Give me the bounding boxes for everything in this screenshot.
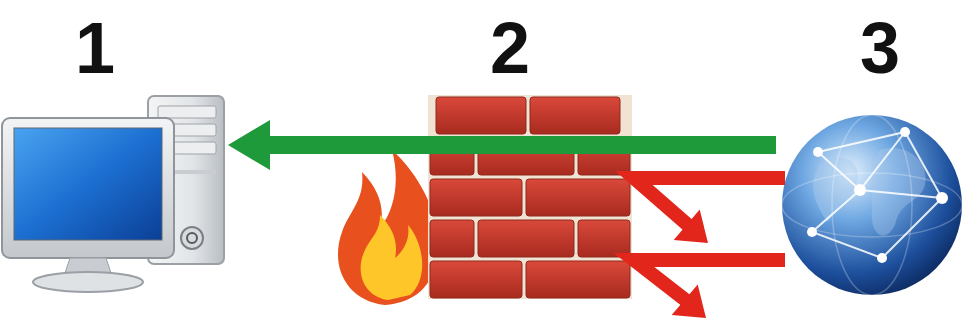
brick: [430, 220, 474, 257]
computer-node: 1: [0, 0, 228, 322]
blocked-arrow: [634, 260, 785, 318]
brick: [478, 138, 574, 175]
computer-illustration: [2, 96, 224, 292]
brick: [578, 138, 630, 175]
brick: [578, 220, 630, 257]
brick: [478, 220, 574, 257]
brick: [430, 179, 522, 216]
monitor-screen: [14, 128, 162, 240]
blocked-arrow-shaft: [634, 178, 785, 226]
firewall-node: 2: [332, 0, 632, 322]
network-line: [860, 190, 942, 198]
brick: [530, 97, 620, 134]
blocked-arrow: [634, 178, 785, 243]
blocked-arrow-shaft: [634, 260, 785, 302]
flame-inner: [361, 215, 423, 300]
firewall-illustration: [338, 95, 632, 305]
network-point: [813, 147, 823, 157]
globe-node: 3: [776, 0, 966, 322]
blocked-arrow-head: [672, 285, 706, 318]
brick: [526, 179, 630, 216]
network-point: [936, 192, 948, 204]
brick: [526, 261, 630, 298]
brick: [430, 138, 474, 175]
blocked-arrow-head: [674, 210, 708, 243]
brick: [436, 97, 526, 134]
network-point: [854, 184, 866, 196]
arrow-head: [228, 120, 270, 170]
callout-number: 1: [45, 12, 145, 84]
monitor-frame: [2, 118, 174, 258]
globe-illustration: [782, 115, 962, 295]
network-line: [818, 152, 860, 190]
allowed-traffic-arrow: [228, 120, 776, 170]
drive-bay: [158, 106, 216, 118]
power-button: [181, 227, 203, 249]
globe-sphere: [782, 115, 962, 295]
network-lines: [812, 132, 942, 258]
monitor-base: [33, 272, 143, 292]
network-point: [877, 253, 887, 263]
callout-number: 2: [460, 12, 560, 84]
callout-number: 3: [830, 12, 930, 84]
flame-outer: [338, 150, 438, 305]
arrow-shaft: [268, 136, 776, 154]
brick: [430, 261, 522, 298]
wall-mortar: [428, 95, 632, 299]
network-point: [807, 227, 817, 237]
power-icon: [187, 233, 197, 243]
network-point: [900, 127, 910, 137]
